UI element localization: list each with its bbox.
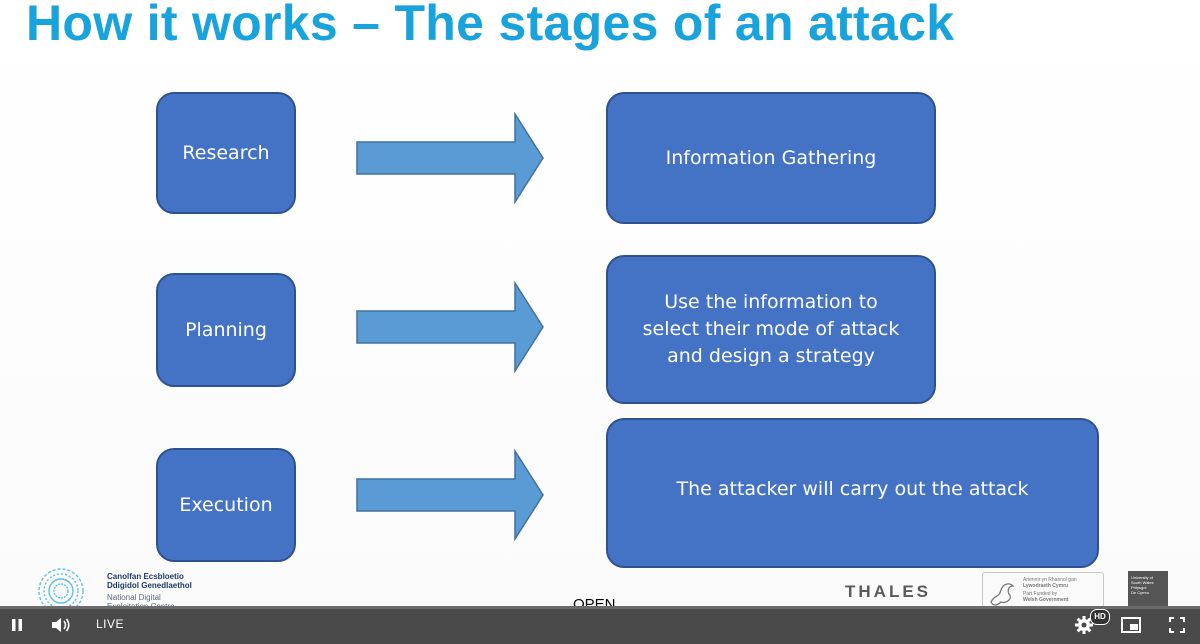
- ndec-welsh-line1: Canolfan Ecsbloetio: [107, 572, 184, 581]
- description-text: Use the information to select their mode…: [642, 291, 900, 367]
- volume-button[interactable]: [50, 614, 72, 636]
- progress-bar[interactable]: [0, 606, 1200, 609]
- video-player-controls: LIVE HD: [0, 606, 1200, 644]
- description-text: Information Gathering: [665, 146, 877, 169]
- stage-name: Planning: [185, 318, 267, 341]
- ndec-logo-icon: [38, 568, 84, 613]
- usw-line1: University of: [1131, 575, 1154, 580]
- stage-research-description: Information Gathering: [606, 92, 936, 224]
- ndec-welsh-line2: Ddigidol Genedlaethol: [107, 581, 192, 590]
- usw-line3: Prifysgol: [1131, 585, 1147, 590]
- dragon-icon: [990, 583, 1015, 606]
- welsh-gov-line2: Lywodraeth Cymru: [1023, 583, 1069, 589]
- stage-execution-description: The attacker will carry out the attack: [606, 418, 1099, 568]
- stage-research-box: Research: [156, 92, 296, 214]
- stage-planning-description: Use the information to select their mode…: [606, 255, 936, 404]
- welsh-gov-line4: Welsh Government: [1023, 597, 1069, 603]
- hd-badge: HD: [1090, 609, 1110, 625]
- picture-in-picture-icon: [1121, 617, 1141, 633]
- usw-line4: De Cymru: [1131, 590, 1150, 595]
- pause-icon: [12, 619, 22, 631]
- usw-line2: South Wales: [1131, 580, 1154, 585]
- pause-button[interactable]: [6, 614, 28, 636]
- stage-name: Execution: [179, 493, 273, 516]
- slide-title: How it works – The stages of an attack: [26, 0, 955, 51]
- description-text: The attacker will carry out the attack: [676, 477, 1029, 500]
- welsh-gov-line1: Ariennir yn Rhannol gan: [1023, 577, 1077, 583]
- slide: How it works – The stages of an attack R…: [0, 0, 1200, 614]
- stage-planning-box: Planning: [156, 273, 296, 387]
- arrow-right-icon: [356, 112, 544, 204]
- welsh-gov-line3: Part Funded by: [1023, 591, 1058, 597]
- ndec-english-line1: National Digital: [107, 593, 161, 602]
- fullscreen-icon: [1169, 617, 1185, 633]
- arrow-right-icon: [356, 449, 544, 541]
- thales-logo: THALES: [845, 582, 931, 601]
- picture-in-picture-button[interactable]: [1120, 614, 1142, 636]
- stage-name: Research: [182, 141, 270, 164]
- volume-icon: [52, 618, 70, 632]
- live-indicator: LIVE: [96, 617, 125, 631]
- stage-execution-box: Execution: [156, 448, 296, 562]
- arrow-right-icon: [356, 281, 544, 373]
- fullscreen-button[interactable]: [1166, 614, 1188, 636]
- usw-logo: University of South Wales Prifysgol De C…: [1128, 571, 1168, 607]
